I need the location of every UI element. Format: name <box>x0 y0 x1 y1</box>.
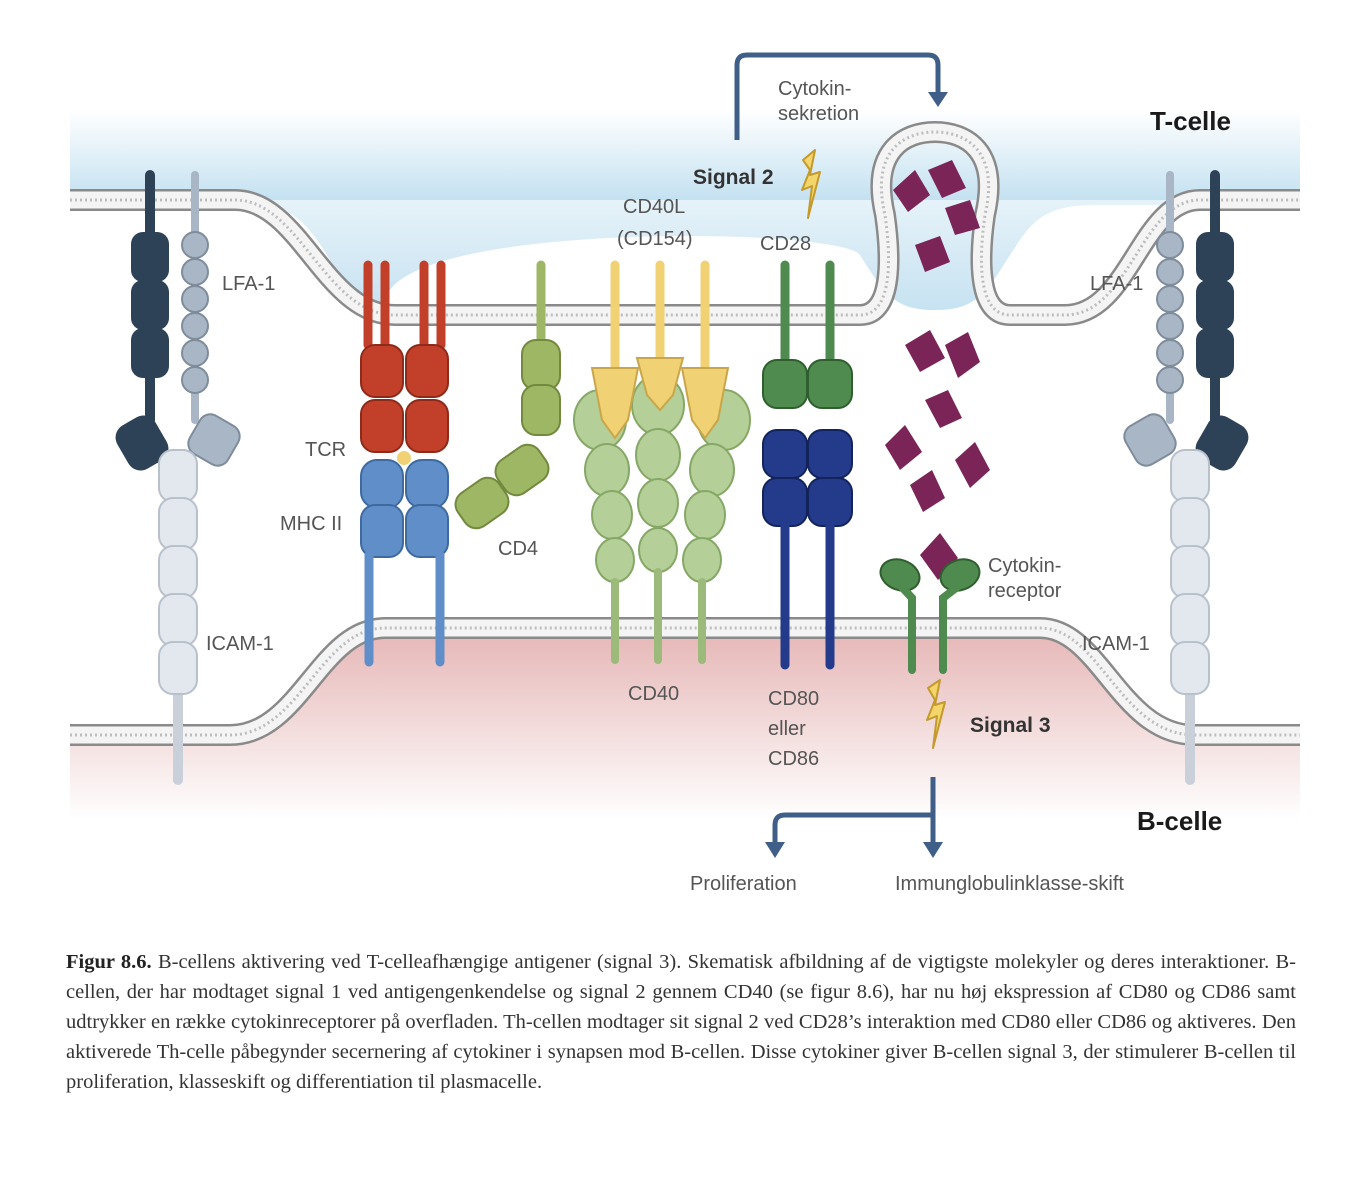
signal3-output-arrows <box>765 777 943 858</box>
cytokine-secretion-label-1: Cytokin- <box>778 78 851 100</box>
cd80-label-3: CD86 <box>768 748 819 770</box>
cd40l-label-2: (CD154) <box>617 228 693 250</box>
b-cell-membrane <box>70 617 1300 746</box>
lfa1-right-molecule <box>1123 170 1249 471</box>
cytokine-receptor-molecule <box>879 558 981 674</box>
cd80-label-1: CD80 <box>768 688 819 710</box>
lfa1-left-label: LFA-1 <box>222 273 275 295</box>
cd28-molecule <box>762 260 853 409</box>
icam1-right-molecule <box>1170 449 1210 785</box>
caption-text: B-cellens aktivering ved T-celleafhængig… <box>66 951 1297 1093</box>
tcr-label: TCR <box>305 439 346 461</box>
cytokines <box>885 160 990 580</box>
signal2-label: Signal 2 <box>693 166 774 189</box>
cytokine-receptor-label-2: receptor <box>988 580 1062 602</box>
mhc2-label: MHC II <box>280 513 342 535</box>
figure-caption: Figur 8.6. B-cellens aktivering ved T-ce… <box>66 947 1296 1097</box>
mhc2-molecule <box>360 459 449 667</box>
icam1-right-label: ICAM-1 <box>1082 633 1150 655</box>
signal2-lightning-icon <box>801 149 821 219</box>
cd28-label: CD28 <box>760 233 811 255</box>
signal3-lightning-icon <box>926 679 946 749</box>
cytokine-secretion-label-2: sekretion <box>778 103 859 125</box>
cd40l-label-1: CD40L <box>623 196 685 218</box>
cytokine-secretion-arrow <box>734 52 948 140</box>
b-cell-label: B-celle <box>1137 806 1222 836</box>
cd4-molecule <box>454 260 561 530</box>
signal-diagram: Cytokin- sekretion T-celle Signal 2 CD40… <box>70 52 1300 895</box>
icam1-left-molecule <box>158 449 198 785</box>
lfa1-right-label: LFA-1 <box>1090 273 1143 295</box>
cd80-label-2: eller <box>768 718 806 740</box>
b-cell-cytoplasm <box>70 630 1300 820</box>
signal3-label: Signal 3 <box>970 714 1051 737</box>
tcr-molecule <box>360 260 449 465</box>
t-cell-label: T-celle <box>1150 106 1231 136</box>
cd40-label: CD40 <box>628 683 679 705</box>
icam1-left-label: ICAM-1 <box>206 633 274 655</box>
cd80-cd86-molecule <box>762 429 853 670</box>
cd40-molecule <box>573 374 751 664</box>
proliferation-label: Proliferation <box>690 873 797 895</box>
cd4-label: CD4 <box>498 538 538 560</box>
cytokine-receptor-label-1: Cytokin- <box>988 555 1061 577</box>
lfa1-left-molecule <box>115 170 241 471</box>
cd40l-molecule <box>590 260 730 440</box>
class-switch-label: Immunglobulinklasse-skift <box>895 873 1124 895</box>
caption-title: Figur 8.6. <box>66 951 152 973</box>
